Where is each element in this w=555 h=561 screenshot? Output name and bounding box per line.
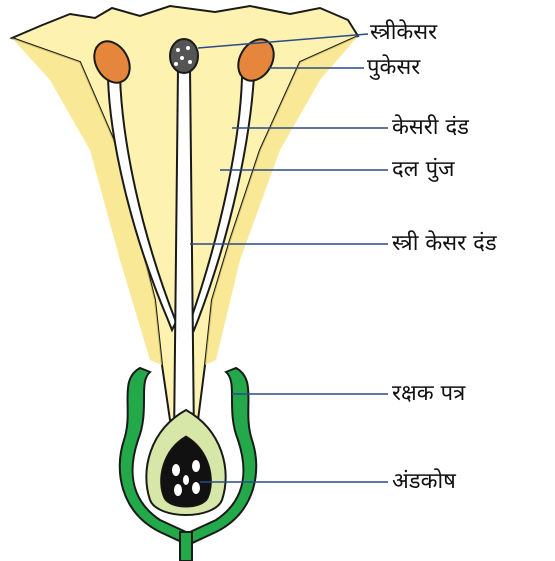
label-stigma: स्त्रीकेसर <box>370 20 437 46</box>
label-anther: पुकेसर <box>367 55 420 81</box>
style-stalk <box>174 68 194 440</box>
label-corolla: दल पुंज <box>392 157 454 183</box>
label-filament: केसरी दंड <box>392 115 469 141</box>
stigma <box>170 39 198 73</box>
label-sepal: रक्षक पत्र <box>392 381 465 407</box>
label-style: स्त्री केसर दंड <box>392 231 497 257</box>
pedicel-stem <box>180 532 192 561</box>
label-ovary: अंडकोष <box>392 469 456 495</box>
